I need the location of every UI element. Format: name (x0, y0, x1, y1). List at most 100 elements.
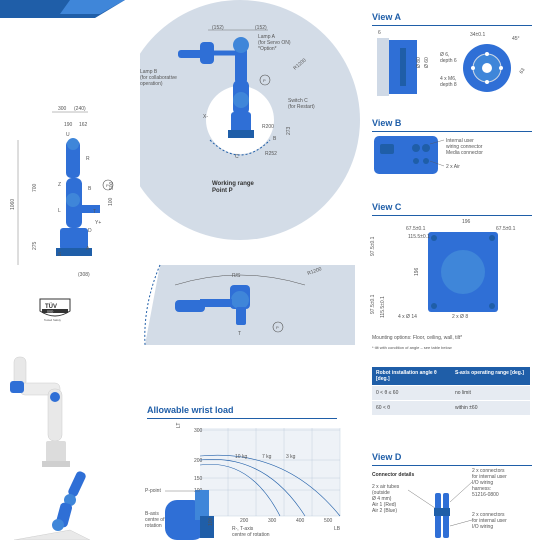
svg-text:115.5±0.1: 115.5±0.1 (380, 296, 386, 318)
view-d-title: View D (372, 452, 402, 462)
svg-text:97.5±0.1: 97.5±0.1 (370, 236, 376, 256)
svg-text:P: P (263, 78, 266, 83)
curve-7kg (199, 459, 306, 517)
svg-text:Z: Z (58, 182, 61, 188)
svg-text:700: 700 (32, 183, 38, 192)
wrist-load-rule (147, 418, 337, 419)
tuv-certification-logo: TÜV SÜD Tested Safety (34, 295, 76, 325)
svg-text:harness:: harness: (472, 486, 491, 492)
svg-text:67.5±0.1: 67.5±0.1 (406, 226, 426, 232)
robot-top (175, 285, 250, 325)
svg-text:97.5±0.1: 97.5±0.1 (370, 294, 376, 314)
gridlines (200, 428, 341, 517)
svg-text:2 x connectors: 2 x connectors (472, 468, 505, 474)
svg-text:LT: LT (176, 423, 182, 428)
svg-text:2 x air tubes: 2 x air tubes (372, 484, 400, 490)
x-tick: 500 (324, 518, 333, 524)
working-range-diagram: P (152) (152) R1200 R200 R252 273 Lamp A… (140, 0, 360, 240)
svg-text:R/S: R/S (232, 273, 241, 279)
x-tick: 300 (268, 518, 277, 524)
svg-text:190: 190 (64, 122, 73, 128)
svg-text:for internal user: for internal user (472, 474, 507, 480)
robot-photos (10, 356, 90, 540)
robot-side (178, 37, 254, 138)
svg-text:P-point: P-point (145, 488, 161, 494)
svg-text:B-axis: B-axis (145, 511, 159, 517)
curve-label: 3 kg (286, 454, 296, 460)
curve-label: 10 kg (235, 454, 247, 460)
side-view-diagram: 300 (240) 190 162 1060 700 275 500 100 (… (10, 106, 115, 278)
svg-text:34±0.1: 34±0.1 (470, 32, 485, 38)
view-b-rule (372, 131, 532, 132)
table-header: S-axis operating range [deg.] (451, 367, 530, 386)
svg-text:4 x M6,: 4 x M6, (440, 76, 456, 82)
svg-text:(152): (152) (255, 25, 267, 31)
svg-text:63: 63 (519, 67, 527, 75)
svg-text:U: U (66, 132, 70, 138)
svg-text:TÜV: TÜV (45, 303, 57, 310)
view-b-diagram: Internal user wiring connector Media con… (374, 136, 483, 174)
view-c-rule (372, 215, 532, 216)
svg-text:D: D (88, 228, 92, 234)
svg-text:for internal user: for internal user (472, 518, 507, 524)
svg-text:C: C (235, 154, 239, 160)
svg-text:100: 100 (108, 197, 114, 206)
svg-text:A: A (86, 246, 90, 252)
svg-text:Ø 6,: Ø 6, (440, 52, 449, 58)
svg-text:Lamp B: Lamp B (140, 69, 158, 75)
y-tick: 150 (194, 476, 203, 482)
svg-text:Lamp A: Lamp A (258, 34, 276, 40)
curve-3kg (199, 454, 341, 517)
view-d-diagram: Connector details 2 x air tubes (outside… (372, 468, 507, 538)
svg-text:R1200: R1200 (307, 266, 323, 277)
svg-text:2 x Ø 8: 2 x Ø 8 (452, 314, 468, 320)
svg-text:2 x Air: 2 x Air (446, 164, 460, 170)
mounting-footnote: * tilt with condition of angle – see tab… (372, 345, 452, 350)
svg-text:Working range: Working range (212, 181, 255, 187)
svg-text:rotation: rotation (145, 523, 162, 529)
svg-text:100: 100 (208, 517, 214, 526)
svg-text:67.5±0.1: 67.5±0.1 (496, 226, 516, 232)
robot-side-small (56, 138, 100, 256)
svg-text:Air 2 (Blue): Air 2 (Blue) (372, 508, 397, 514)
svg-text:Media connector: Media connector (446, 150, 483, 156)
svg-text:196: 196 (414, 267, 420, 276)
svg-text:4 x Ø 14: 4 x Ø 14 (398, 314, 417, 320)
curve-label: 7 kg (262, 454, 272, 460)
svg-text:P: P (276, 325, 279, 330)
svg-text:(for Servo ON): (for Servo ON) (258, 40, 291, 46)
svg-text:centre of: centre of (145, 517, 165, 523)
svg-text:(outside: (outside (372, 490, 390, 496)
svg-text:I/O wiring: I/O wiring (472, 480, 493, 486)
y-tick: 300 (194, 428, 203, 434)
svg-text:Point P: Point P (212, 188, 233, 194)
svg-text:wiring connector: wiring connector (446, 144, 483, 150)
x-tick: 200 (240, 518, 249, 524)
svg-text:T: T (238, 331, 241, 337)
svg-text:(240): (240) (74, 106, 86, 112)
svg-text:Switch C: Switch C (288, 98, 308, 104)
view-a-diagram: 6 Ø 80 Ø 60 34±0.1 45° Ø 6, depth 6 4 x … (377, 30, 527, 96)
x-tick: 400 (296, 518, 305, 524)
svg-text:300: 300 (58, 106, 67, 112)
svg-text:Ø 60: Ø 60 (424, 57, 430, 68)
svg-text:B: B (273, 136, 277, 142)
svg-text:centre of rotation: centre of rotation (232, 532, 270, 538)
svg-text:115.5±0.1: 115.5±0.1 (408, 234, 430, 240)
view-a-title: View A (372, 12, 402, 22)
svg-text:Y+: Y+ (95, 220, 101, 226)
svg-text:51216-0800: 51216-0800 (472, 492, 499, 498)
view-d-rule (372, 465, 532, 466)
svg-text:Air 1 (Red): Air 1 (Red) (372, 502, 397, 508)
table-row: 60 < θ within ±60 (372, 400, 530, 415)
svg-text:Ø 4 mm): Ø 4 mm) (372, 496, 392, 502)
wrist-load-chart: LT 300 200 150 100 200 300 400 500 LB 10… (145, 423, 341, 540)
svg-text:R252: R252 (265, 151, 277, 157)
svg-text:500: 500 (109, 181, 115, 190)
blue-arm-photo (13, 471, 90, 540)
svg-text:depth 6: depth 6 (440, 58, 457, 64)
svg-text:196: 196 (462, 219, 471, 225)
top-view-diagram: R/S R1200 T P (144, 264, 355, 345)
svg-text:S: S (58, 252, 62, 258)
svg-text:275: 275 (32, 241, 38, 250)
